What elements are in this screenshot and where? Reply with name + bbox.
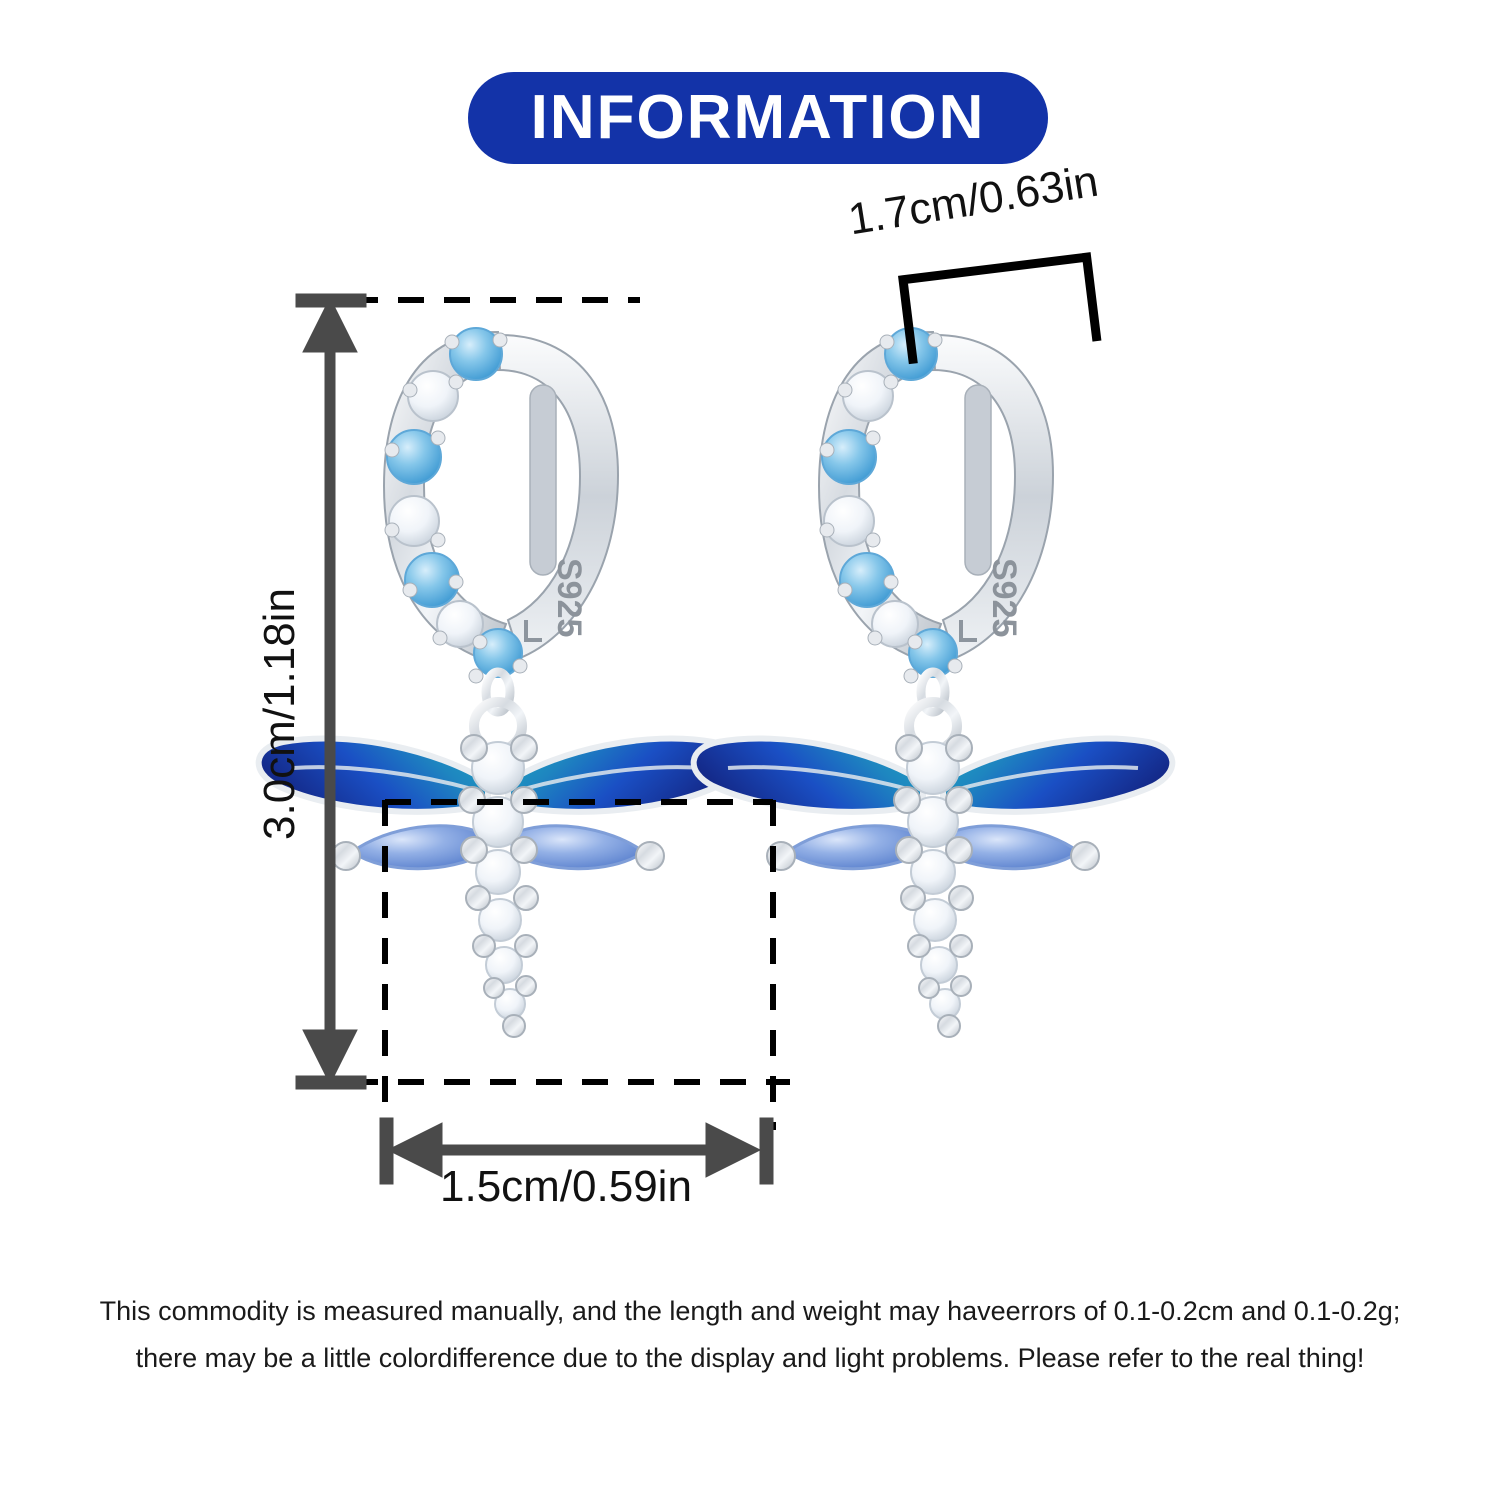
- height-left-label: 3.0cm/1.18in: [255, 588, 304, 840]
- information-badge: INFORMATION: [468, 72, 1048, 164]
- earring-left: [259, 328, 738, 1037]
- height-guide-lines: [352, 297, 790, 1085]
- width-top-label: 1.7cm/0.63in: [845, 156, 1102, 245]
- height-dimension-arrow: [295, 293, 367, 1090]
- earring-right: [694, 328, 1173, 1037]
- disclaimer-line-1: This commodity is measured manually, and…: [99, 1296, 1401, 1326]
- disclaimer-text: This commodity is measured manually, and…: [0, 1288, 1500, 1383]
- width-guide-lines: [382, 799, 776, 1130]
- top-width-bracket: [898, 252, 1102, 365]
- information-badge-label: INFORMATION: [530, 83, 986, 152]
- disclaimer-line-2: there may be a little colordifference du…: [135, 1343, 1365, 1374]
- width-bottom-label: 1.5cm/0.59in: [440, 1162, 692, 1211]
